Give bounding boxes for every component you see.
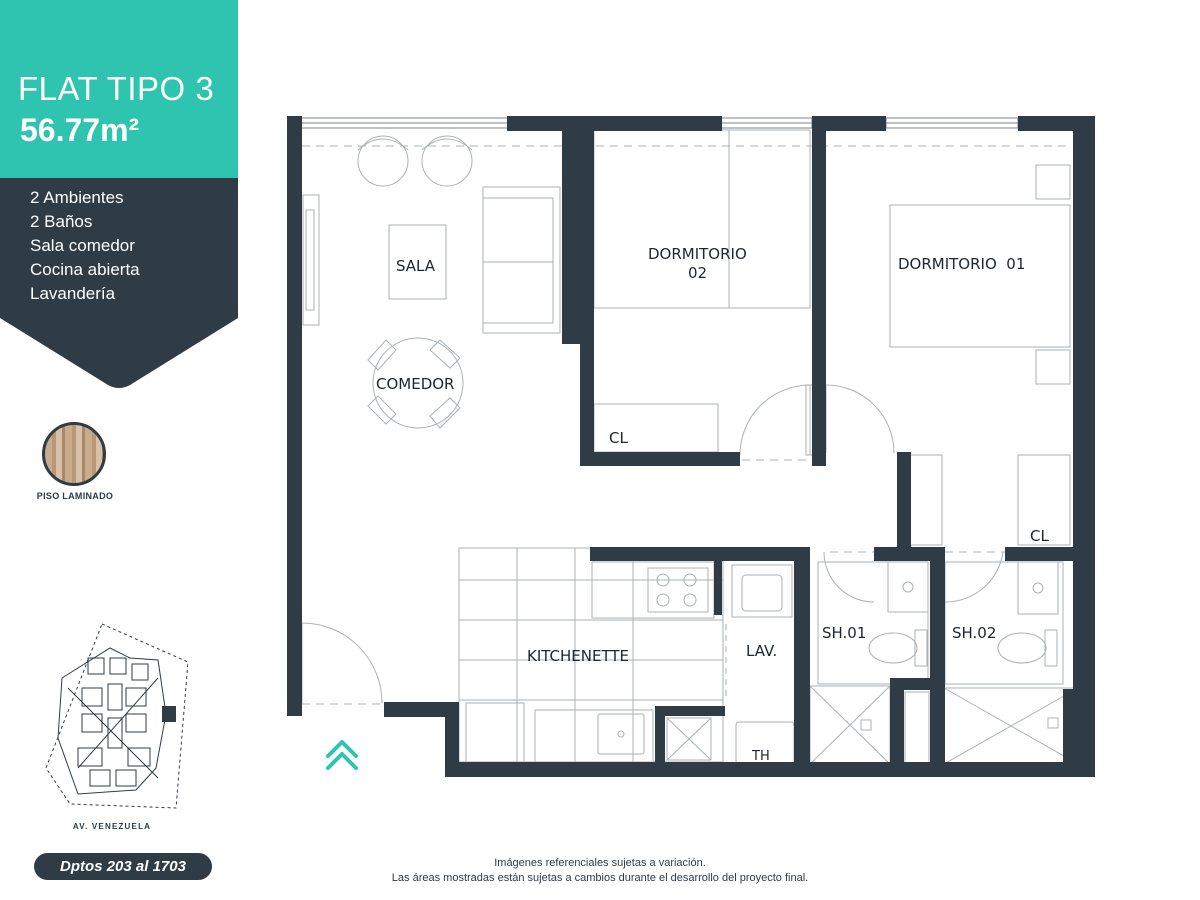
- units-pill: Dptos 203 al 1703: [34, 853, 212, 880]
- floor-finish-label: PISO LAMINADO: [36, 491, 114, 501]
- street-label: AV. VENEZUELA: [72, 822, 152, 831]
- room-label-closet-01: CL: [1030, 527, 1049, 545]
- walls: [287, 116, 1095, 777]
- room-label-dormitorio-01: DORMITORIO 01: [898, 255, 1025, 273]
- laminate-floor-swatch: [42, 422, 106, 486]
- unit-location-marker: [162, 706, 176, 722]
- feature-item: Cocina abierta: [30, 260, 140, 279]
- feature-item: Lavandería: [30, 284, 116, 303]
- feature-item: 2 Ambientes: [30, 188, 124, 207]
- room-label-bath-02: SH.02: [952, 624, 996, 642]
- features-panel: 2 Ambientes 2 Baños Sala comedor Cocina …: [0, 178, 238, 390]
- title-box: FLAT TIPO 3 56.77m²: [0, 0, 238, 178]
- building-key-map: [45, 623, 188, 809]
- room-label-dormitorio-02: DORMITORIO: [648, 245, 747, 263]
- reference-lines: [302, 145, 1070, 705]
- plan-area: 56.77m²: [20, 112, 140, 148]
- feature-item: Sala comedor: [30, 236, 135, 255]
- room-label-bath-01: SH.01: [822, 624, 866, 642]
- room-label-closet-02: CL: [609, 429, 628, 447]
- disclaimer-line: Las áreas mostradas están sujetas a camb…: [391, 872, 809, 884]
- features-list: 2 Ambientes 2 Baños Sala comedor Cocina …: [30, 186, 140, 306]
- plan-title: FLAT TIPO 3: [18, 70, 215, 107]
- room-label-comedor: COMEDOR: [376, 375, 454, 393]
- features-panel-shape: [0, 178, 238, 388]
- furniture: [301, 129, 1079, 765]
- room-label-kitchenette: KITCHENETTE: [527, 647, 629, 665]
- room-label-dormitorio-02-number: 02: [688, 264, 707, 282]
- room-label-sala: SALA: [396, 257, 436, 275]
- feature-item: 2 Baños: [30, 212, 93, 231]
- double-chevron-up-icon: [326, 740, 358, 770]
- disclaimer-line: Imágenes referenciales sujetas a variaci…: [494, 857, 706, 869]
- disclaimer: Imágenes referenciales sujetas a variaci…: [300, 856, 900, 886]
- room-label-laundry: LAV.: [746, 642, 777, 660]
- room-label-water-heater: TH: [751, 749, 770, 764]
